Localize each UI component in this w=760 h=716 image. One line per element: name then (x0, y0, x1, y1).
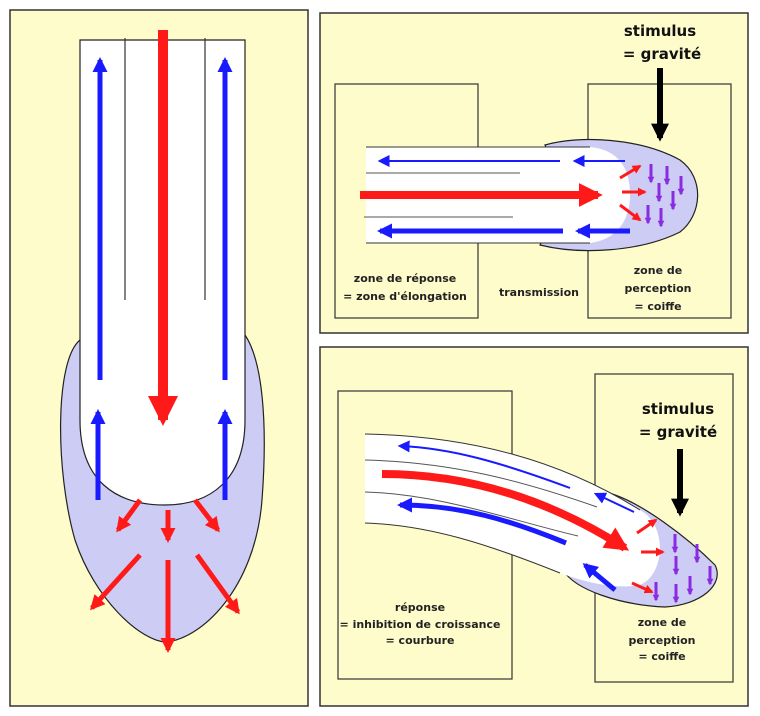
perception-zone-label: = coiffe (634, 300, 681, 313)
stimulus-label: stimulus (624, 22, 696, 40)
response-zone-label: = zone d'élongation (343, 290, 467, 303)
gravity-label: = gravité (639, 423, 717, 441)
response-zone-label: = inhibition de croissance (340, 618, 501, 631)
bending-root-panel: stimulus = gravité réponse = inhibition … (319, 346, 749, 707)
root-body (365, 434, 660, 587)
gravity-label: = gravité (623, 45, 701, 63)
response-zone-label: zone de réponse (354, 272, 456, 285)
response-zone-label: = courbure (386, 634, 455, 647)
perception-zone-label: = coiffe (638, 650, 685, 663)
perception-zone-label: zone de (634, 264, 682, 277)
statoliths (644, 164, 685, 228)
horizontal-root-panel: stimulus = gravité zone de réponse = zon… (319, 12, 749, 334)
perception-zone-label: zone de (638, 616, 686, 629)
perception-zone-label: perception (624, 282, 691, 295)
stimulus-label: stimulus (642, 400, 714, 418)
transmission-label: transmission (499, 286, 579, 299)
vertical-root-panel (9, 9, 309, 707)
response-zone-label: réponse (395, 601, 445, 614)
statoliths (652, 534, 714, 604)
perception-zone-label: perception (628, 634, 695, 647)
